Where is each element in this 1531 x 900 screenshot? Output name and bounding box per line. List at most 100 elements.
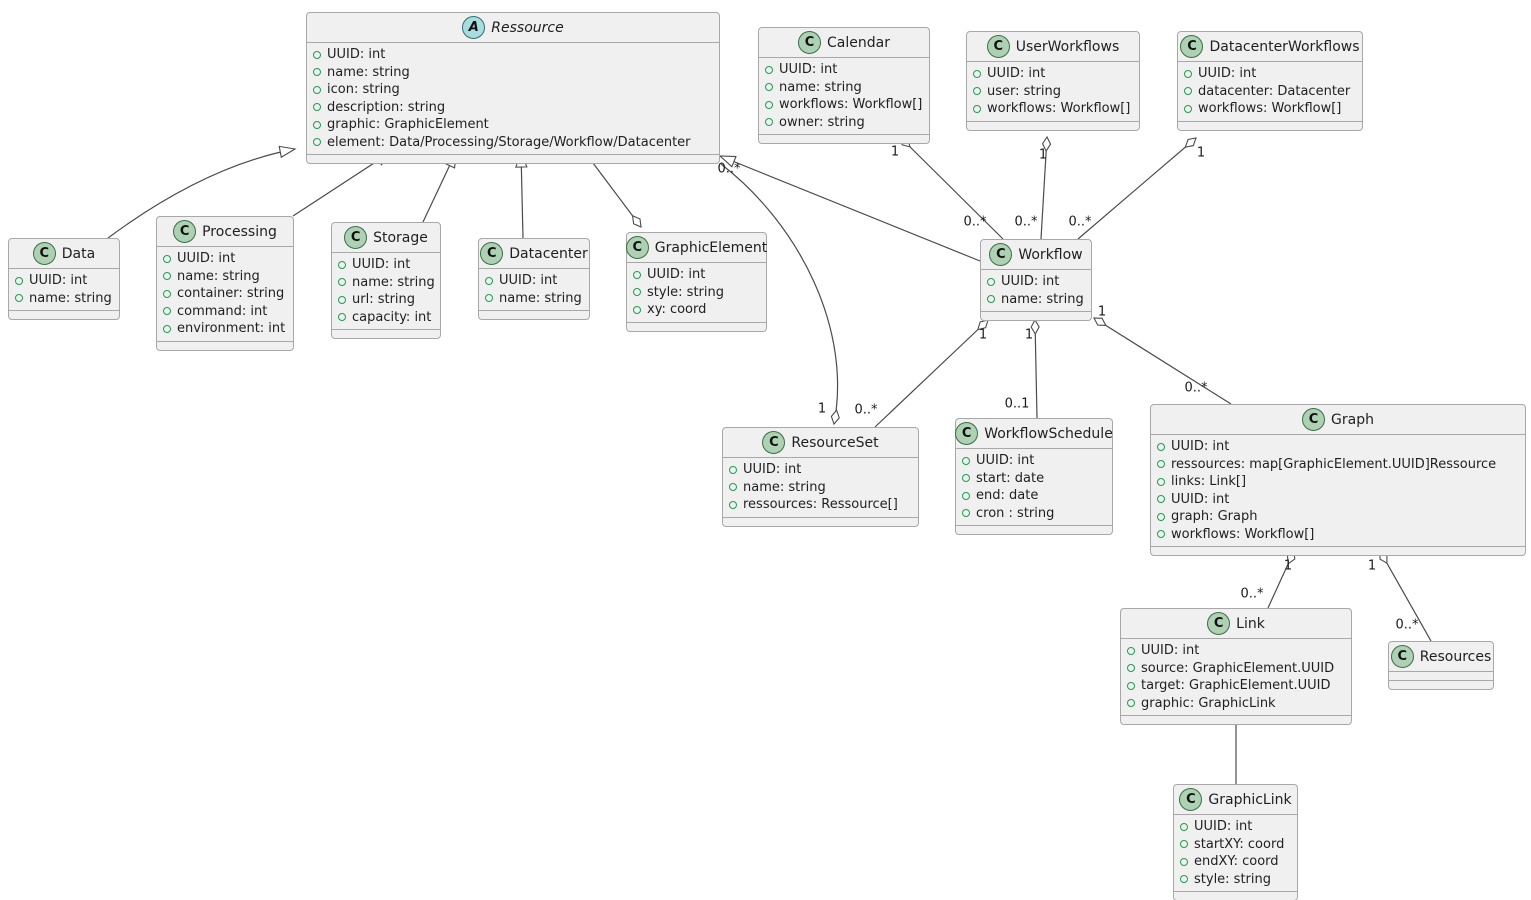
attribute-text: ressources: map[GraphicElement.UUID]Ress… [1171, 456, 1497, 472]
field-visibility-icon [729, 465, 737, 474]
field-visibility-icon [1180, 822, 1188, 831]
attributes-compartment: UUID: int name: string ressources: Ressour… [723, 458, 918, 517]
attribute-text: icon: string [327, 82, 400, 97]
field-visibility-icon [338, 278, 346, 287]
attribute-text: workflows: Workflow[] [1198, 101, 1342, 116]
attribute-row: ressources: map[GraphicElement.UUID]Ress… [1151, 456, 1525, 474]
attribute-row: workflows: Workflow[] [1151, 526, 1525, 544]
class-name: GraphicLink [1208, 791, 1292, 808]
attribute-row: endXY: coord [1174, 853, 1297, 871]
field-visibility-icon [987, 277, 995, 286]
attribute-row: UUID: int [1178, 65, 1362, 83]
field-visibility-icon [163, 254, 171, 263]
attribute-text: description: string [327, 99, 446, 115]
attribute-row: source: GraphicElement.UUID [1121, 660, 1351, 678]
attribute-text: name: string [352, 274, 435, 290]
attribute-text: UUID: int [327, 47, 386, 62]
field-visibility-icon [1184, 87, 1192, 96]
methods-compartment [307, 154, 719, 163]
attribute-text: ressources: Ressource[] [743, 497, 898, 512]
attribute-row: name: string [723, 479, 918, 497]
class-icon: C [625, 236, 649, 259]
attribute-text: source: GraphicElement.UUID [1141, 660, 1335, 676]
edge-workflow-graph [1094, 318, 1232, 405]
attribute-row: ressources: Ressource[] [723, 496, 918, 514]
attribute-row: end: date [956, 487, 1112, 505]
attribute-row: start: date [956, 470, 1112, 488]
class-icon: C [762, 431, 786, 454]
field-visibility-icon [313, 120, 321, 129]
mult-workflow-graph-n: 0..* [1184, 380, 1208, 396]
field-visibility-icon [973, 69, 981, 78]
methods-compartment [627, 321, 766, 331]
methods-compartment [967, 120, 1139, 130]
class-icon: C [173, 220, 197, 243]
attribute-text: name: string [743, 479, 826, 495]
attribute-text: name: string [779, 79, 862, 95]
attribute-text: name: string [327, 64, 410, 80]
mult-datacenterworkflows-1: 1 [1196, 145, 1206, 161]
field-visibility-icon [338, 260, 346, 269]
attribute-row: xy: coord [627, 301, 766, 319]
attribute-row: UUID: int [627, 266, 766, 284]
methods-compartment [157, 340, 293, 350]
attribute-text: UUID: int [177, 251, 236, 266]
field-visibility-icon [338, 313, 346, 322]
attribute-row: UUID: int [307, 46, 719, 64]
attribute-row: UUID: int [1174, 818, 1297, 836]
attribute-text: UUID: int [779, 62, 838, 77]
attribute-row: graphic: GraphicLink [1121, 695, 1351, 713]
class-name: WorkflowSchedule [984, 425, 1113, 442]
attribute-row: startXY: coord [1174, 836, 1297, 854]
edge-workflow-resourceset [874, 320, 988, 428]
attribute-text: capacity: int [352, 309, 432, 325]
attribute-text: style: string [647, 284, 725, 300]
class-name: ResourceSet [791, 434, 879, 451]
attribute-text: target: GraphicElement.UUID [1141, 678, 1331, 693]
attribute-row: name: string [157, 268, 293, 286]
class-icon: C [989, 243, 1013, 266]
attribute-text: UUID: int [743, 462, 802, 477]
attribute-row: name: string [981, 291, 1091, 309]
field-visibility-icon [1157, 460, 1165, 469]
attribute-text: workflows: Workflow[] [987, 101, 1131, 116]
class-title-bar: C ResourceSet [723, 428, 918, 458]
attribute-row: links: Link[] [1151, 473, 1525, 491]
field-visibility-icon [765, 100, 773, 109]
attribute-text: name: string [29, 290, 112, 306]
class-name: Data [61, 245, 96, 262]
attribute-row: datacenter: Datacenter [1178, 83, 1362, 101]
mult-graph-resources-n: 0..* [1395, 617, 1419, 633]
edge-workflow-extends-ressource [718, 155, 981, 262]
field-visibility-icon [633, 288, 641, 297]
class-icon: C [1180, 35, 1204, 58]
mult-userworkflows-1: 1 [1038, 147, 1048, 163]
methods-compartment [1178, 120, 1362, 130]
field-visibility-icon [1157, 512, 1165, 521]
field-visibility-icon [962, 509, 970, 518]
attribute-row: name: string [9, 290, 119, 308]
attribute-row: UUID: int [479, 272, 589, 290]
attribute-row: workflows: Workflow[] [759, 96, 929, 114]
attribute-row: element: Data/Processing/Storage/Workflo… [307, 134, 719, 152]
attribute-row: owner: string [759, 114, 929, 132]
attribute-text: environment: int [177, 321, 286, 336]
attribute-row: name: string [307, 64, 719, 82]
